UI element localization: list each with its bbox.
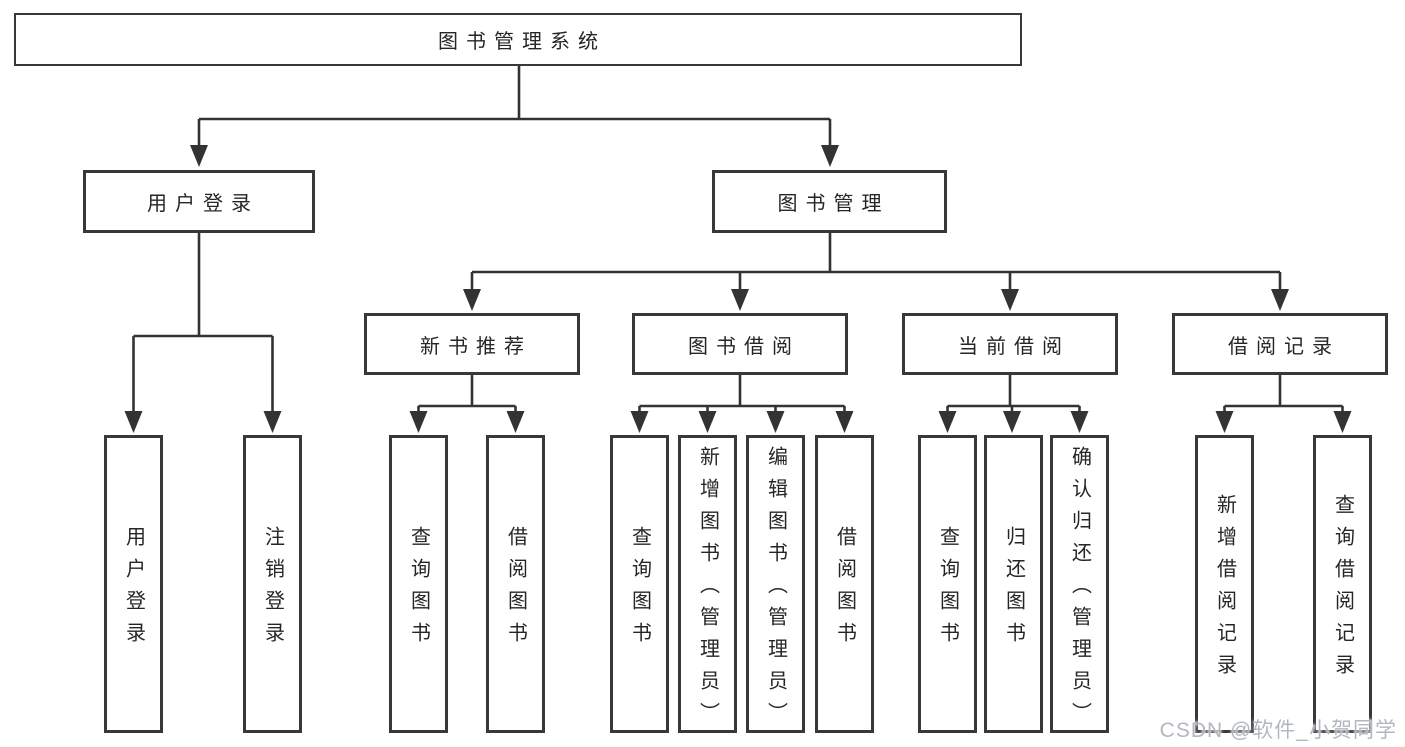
node-system-root-label: 图书管理系统 — [438, 31, 606, 53]
node-user-login-label: 用户登录 — [147, 193, 259, 215]
leaf-user-login: 用户登录 — [104, 435, 163, 733]
leaf-current-query-books: 查询图书 — [918, 435, 977, 733]
leaf-current-confirm-return-admin: 确认归还（管理员） — [1050, 435, 1109, 734]
leaf-records-query-record: 查询借阅记录 — [1313, 435, 1372, 733]
node-new-book-recommend-label: 新书推荐 — [420, 335, 532, 358]
node-current-borrow-label: 当前借阅 — [958, 335, 1070, 358]
node-book-borrow-label: 图书借阅 — [688, 335, 800, 358]
node-book-management: 图书管理 — [712, 170, 947, 233]
leaf-logout-login: 注销登录 — [243, 435, 302, 733]
leaf-borrow-query-books: 查询图书 — [610, 435, 669, 733]
leaf-borrow-borrow-books: 借阅图书 — [815, 435, 874, 733]
leaf-records-add-record: 新增借阅记录 — [1195, 435, 1254, 733]
leaf-recommend-query-books: 查询图书 — [389, 435, 448, 733]
node-book-borrow: 图书借阅 — [632, 313, 848, 375]
leaf-recommend-borrow-books: 借阅图书 — [486, 435, 545, 733]
node-book-management-label: 图书管理 — [777, 193, 890, 215]
leaf-borrow-edit-books-admin: 编辑图书（管理员） — [746, 435, 805, 734]
leaf-current-return-books: 归还图书 — [984, 435, 1043, 733]
node-borrow-records: 借阅记录 — [1172, 313, 1388, 375]
watermark: CSDN @软件_小贺同学 — [1159, 719, 1397, 742]
node-current-borrow: 当前借阅 — [902, 313, 1118, 375]
node-new-book-recommend: 新书推荐 — [364, 313, 580, 375]
node-user-login: 用户登录 — [83, 170, 315, 233]
node-borrow-records-label: 借阅记录 — [1228, 335, 1340, 358]
node-system-root: 图书管理系统 — [14, 13, 1022, 66]
leaf-borrow-add-books-admin: 新增图书（管理员） — [678, 435, 737, 734]
